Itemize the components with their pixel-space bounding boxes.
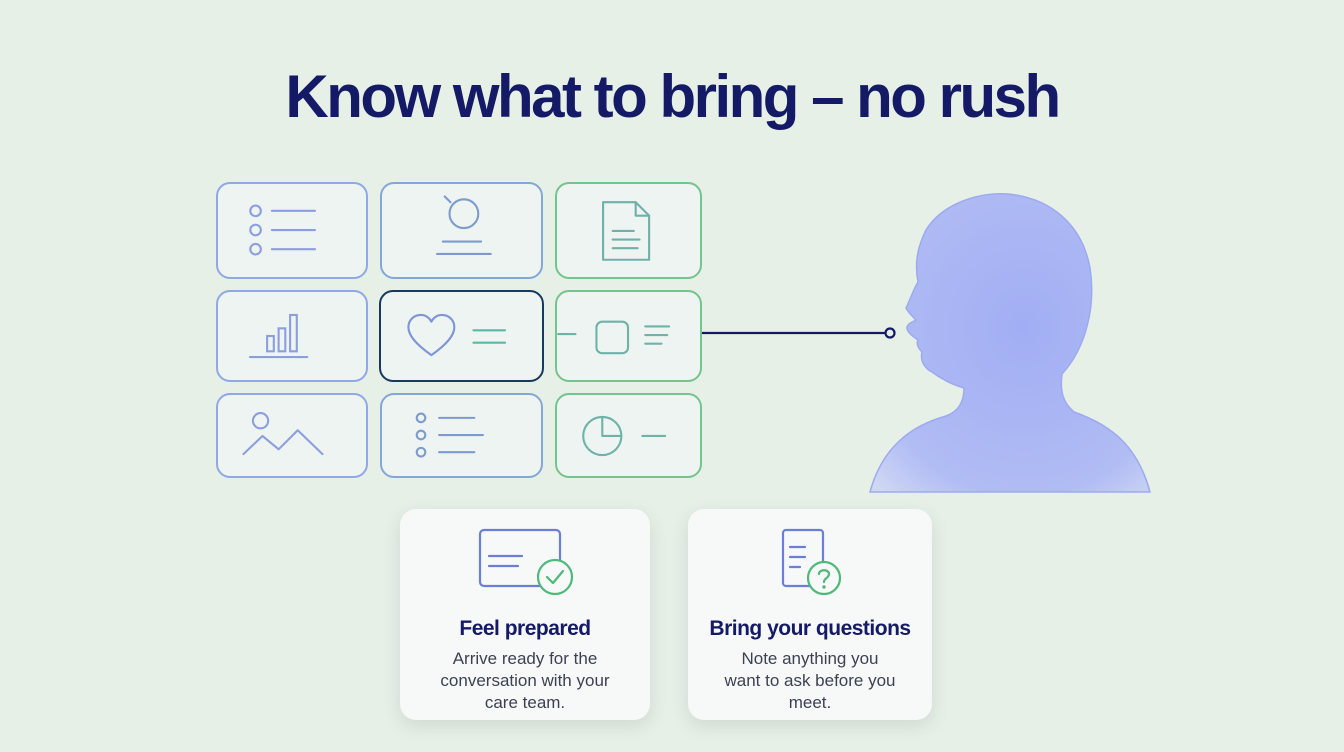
bring-questions-card: Bring your questions Note anything you w… [688,509,932,720]
tile-note[interactable] [555,290,702,382]
square-icon [557,320,671,355]
tile-health[interactable] [379,290,544,382]
tile-chart[interactable] [216,290,368,382]
tile-checklist[interactable] [216,182,368,279]
document-icon [602,201,651,261]
list-icon [249,204,317,256]
tile-document[interactable] [555,182,702,279]
feel-prepared-card: Feel prepared Arrive ready for the conve… [400,509,650,720]
card-description: Arrive ready for the conversation with y… [440,649,610,712]
document-question-icon [781,528,842,595]
tile-list[interactable] [380,393,543,478]
bar-chart-icon [248,313,309,359]
tile-search-record[interactable] [380,182,543,279]
heart-icon [407,313,507,357]
card-check-icon [478,528,574,595]
card-title: Bring your questions [709,617,911,640]
card-description: Note anything you want to ask before you… [724,649,896,712]
page-title: Know what to bring – no rush [285,63,1061,130]
search-icon [435,195,492,256]
tile-pie[interactable] [555,393,702,478]
list-icon [415,412,484,458]
person-silhouette [869,193,1151,493]
tile-image[interactable] [216,393,368,478]
pie-chart-icon [582,415,667,457]
image-icon [242,412,324,456]
card-title: Feel prepared [459,617,591,640]
